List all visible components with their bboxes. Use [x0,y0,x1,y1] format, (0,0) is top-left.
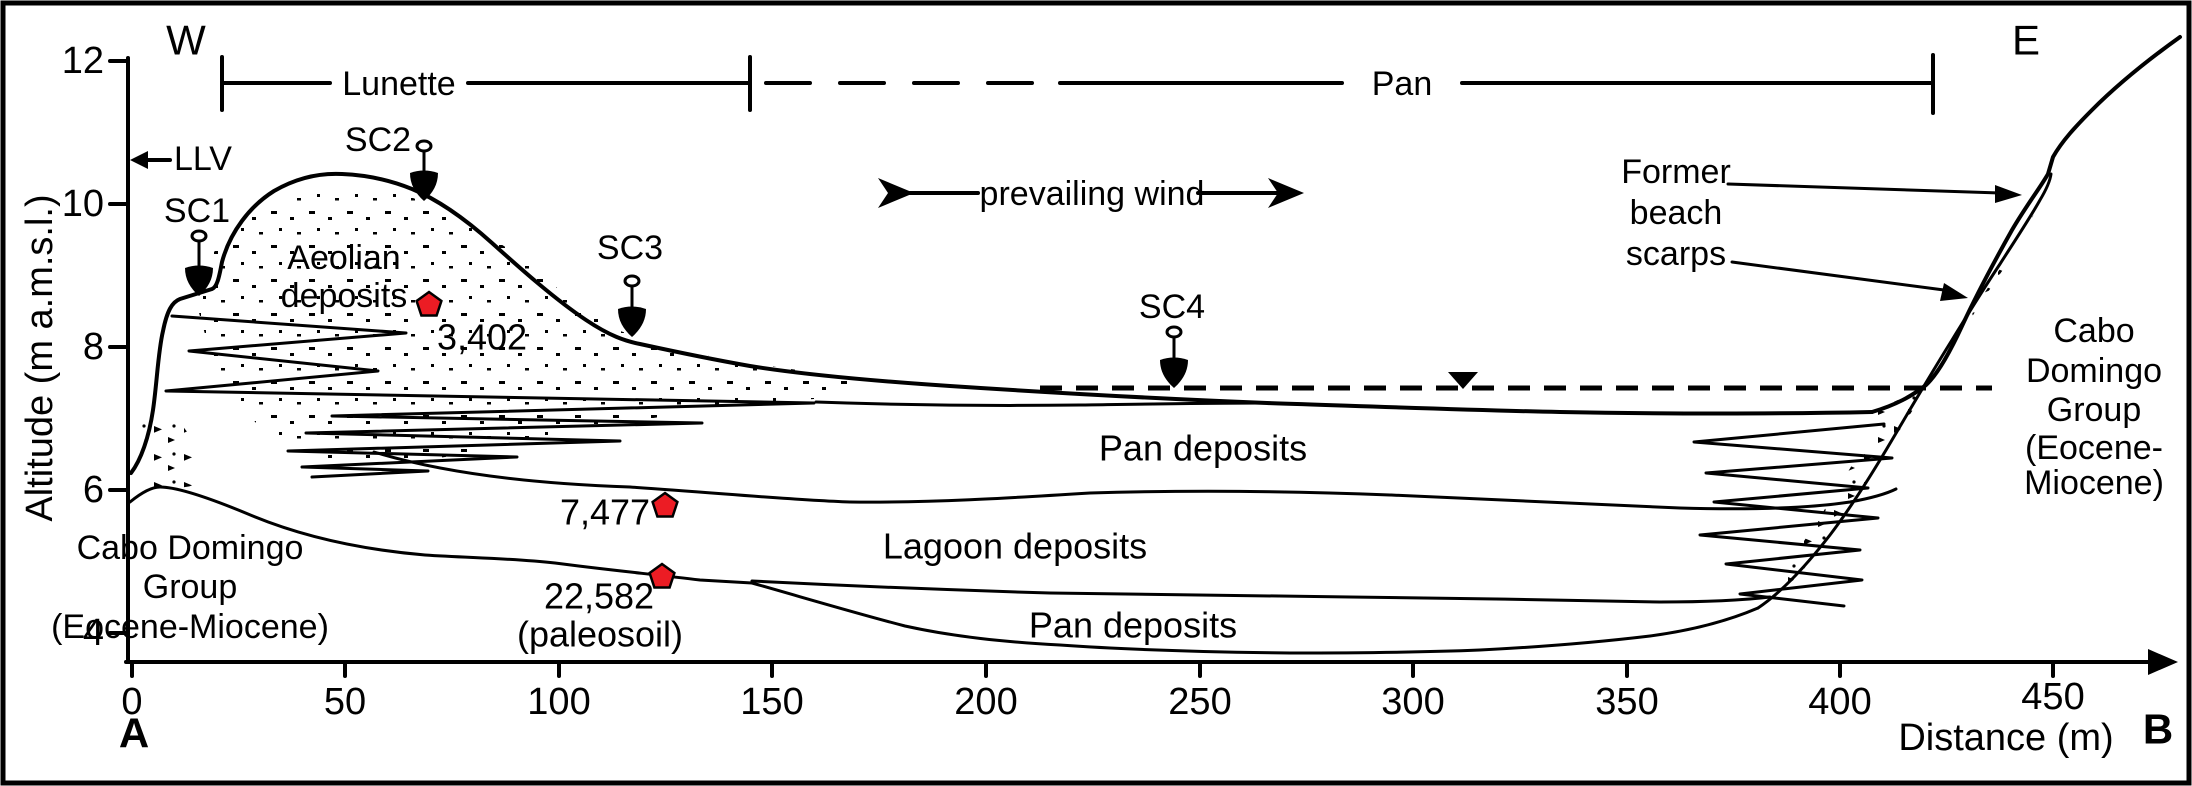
cabo-east-line4: (Eocene- [2025,429,2163,467]
date-22582-note: (paleosoil) [517,614,683,655]
cabo-west-line3: (Eocene-Miocene) [51,608,329,646]
y-tick-12: 12 [62,40,104,82]
endpoint-b-label: B [2143,706,2173,753]
x-tick-0: 0 [121,681,142,723]
x-tick-350: 350 [1595,681,1658,723]
x-tick-200: 200 [954,681,1017,723]
core-sc4-label: SC4 [1139,288,1205,326]
shovel-icon [185,229,213,296]
endpoint-a-label: A [119,710,149,757]
x-tick-150: 150 [740,681,803,723]
beach-deposits-texture [1758,174,2051,608]
wind-arrow-right-icon [1268,178,1304,208]
lagoon-deposits-bottom-line [750,579,1772,604]
cabo-west-line2: Group [143,568,238,606]
water-table-triangle-icon [1448,372,1478,389]
core-sc4: SC4 [1139,288,1205,388]
x-axis-tick-labels: 0 50 100 150 200 250 300 350 400 450 [121,676,2084,723]
shovel-icon [410,139,438,201]
cabo-domingo-east-label: Cabo Domingo Group (Eocene- Miocene) [2024,312,2164,502]
x-axis-ticks [130,660,2055,678]
date-sample-3402: 3,402 [415,290,527,358]
aeolian-deposits-label-line2: deposits [281,277,408,315]
y-axis-title: Altitude (m a.m.s.l.) [19,194,61,521]
core-sc3: SC3 [597,229,663,337]
date-sample-7477: 7,477 [560,491,679,533]
lagoon-deposits-label: Lagoon deposits [883,526,1147,567]
prevailing-wind-label: prevailing wind [980,175,1205,213]
wind-arrow-left-icon [878,178,914,208]
ground-surface-line [129,171,1874,475]
y-axis-ticks [108,59,130,635]
y-tick-8: 8 [83,326,104,368]
x-tick-100: 100 [527,681,590,723]
core-sc2: SC2 [345,121,438,201]
prevailing-wind-annotation: prevailing wind [878,175,1304,213]
x-axis-arrowhead-icon [2148,649,2178,675]
shovel-icon [618,274,646,337]
y-tick-6: 6 [83,469,104,511]
pentagon-marker-icon [648,562,676,589]
pan-deposits-top-line [814,400,1269,407]
date-22582-label: 22,582 [544,576,654,617]
cabo-west-line1: Cabo Domingo [77,529,304,567]
pan-deposits-lower-label: Pan deposits [1029,605,1237,646]
pentagon-marker-icon [415,290,443,317]
scarps-arrow-upper-icon [1995,185,2022,203]
aeolian-deposits-label-line1: Aeolian [287,239,400,277]
y-axis-tick-labels: 12 10 8 6 4 [62,40,104,654]
cabo-domingo-west-label: Cabo Domingo Group (Eocene-Miocene) [51,529,329,646]
core-sc3-label: SC3 [597,229,663,267]
pentagon-marker-icon [651,491,679,518]
cabo-east-line2: Domingo [2026,352,2162,390]
beach-scarp-face-line [1870,35,2182,414]
direction-west-label: W [166,17,206,64]
cabo-east-line5: Miocene) [2024,464,2164,502]
former-beach-scarps-annotation: Former beach scarps [1621,153,2022,301]
core-sc2-label: SC2 [345,121,411,159]
cliff-pebble-texture [142,420,198,492]
bedrock-top-west-line [128,485,754,585]
x-tick-450: 450 [2021,676,2084,718]
former-beach-scarps-line3: scarps [1626,235,1726,273]
former-beach-scarps-line2: beach [1630,194,1723,232]
date-7477-label: 7,477 [560,492,650,533]
x-axis-title: Distance (m) [1898,717,2113,759]
lunette-pan-bracket: Lunette Pan [220,53,1935,115]
x-tick-400: 400 [1808,681,1871,723]
date-sample-22582: 22,582 (paleosoil) [517,562,683,655]
cabo-east-line1: Cabo [2053,312,2134,350]
former-beach-scarps-line1: Former [1621,153,1731,191]
direction-east-label: E [2012,17,2040,64]
east-interfingering-zigzag [1692,422,1894,608]
lagoon-deposits-top-line [372,450,1898,511]
core-sc1: SC1 [164,192,230,296]
x-tick-300: 300 [1381,681,1444,723]
beach-deposits-inner-line [1756,172,2053,610]
x-tick-250: 250 [1168,681,1231,723]
shovel-icon [1160,325,1188,388]
y-tick-10: 10 [62,183,104,225]
pan-label: Pan [1372,65,1433,103]
core-sc1-label: SC1 [164,192,230,230]
date-3402-label: 3,402 [437,317,527,358]
llv-annotation: LLV [130,140,232,178]
pan-deposits-upper-label: Pan deposits [1099,428,1307,469]
lunette-label: Lunette [342,65,455,103]
cabo-east-line3: Group [2047,391,2142,429]
y-tick-4: 4 [83,612,104,654]
llv-label: LLV [174,140,232,178]
scarps-arrow-lower-icon [1940,283,1968,301]
llv-arrow-icon [130,151,148,169]
west-interfingering-zigzag [164,314,816,479]
bedrock-top-east-line [750,581,1760,655]
x-tick-50: 50 [324,681,366,723]
